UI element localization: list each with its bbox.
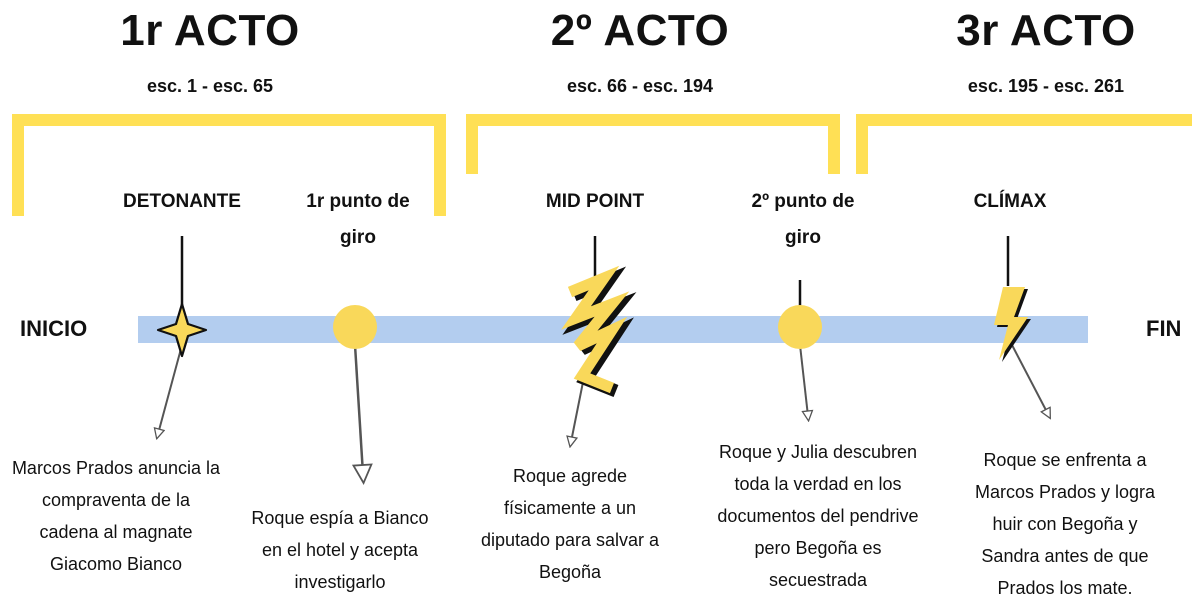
act-1-bracket	[12, 114, 446, 216]
act-3-bracket	[856, 114, 1192, 174]
climax-arrow	[1011, 344, 1048, 414]
detonante-arrow	[158, 344, 183, 434]
second-turn-arrow	[799, 344, 808, 416]
act-1-range: esc. 1 - esc. 65	[146, 76, 274, 96]
act-1-title: 1r ACTO	[120, 6, 300, 55]
description-second-turn: Roque y Julia descubren toda la verdad e…	[717, 442, 919, 590]
description-climax: Roque se enfrenta a Marcos Prados y logr…	[974, 450, 1156, 598]
point-label-first-turn: 1r punto de giro	[306, 191, 410, 248]
point-label-second-turn: 2º punto de giro	[751, 191, 855, 248]
zigzag-icon	[561, 265, 637, 398]
start-label: INICIO	[20, 316, 88, 341]
second-turn-circle-icon	[778, 305, 822, 349]
first-turn-circle-icon	[333, 305, 377, 349]
lightning-bolt-icon	[994, 287, 1031, 362]
description-detonante: Marcos Prados anuncia la compraventa de …	[11, 458, 221, 574]
point-label-detonante: DETONANTE	[123, 191, 241, 212]
end-label: FIN	[1146, 316, 1182, 341]
act-3-range: esc. 195 - esc. 261	[967, 76, 1125, 96]
description-first-turn: Roque espía a Bianco en el hotel y acept…	[251, 508, 429, 592]
description-midpoint: Roque agrede físicamente a un diputado p…	[480, 466, 660, 582]
act-3-title: 3r ACTO	[956, 6, 1136, 55]
point-label-climax: CLÍMAX	[973, 191, 1047, 212]
act-2-bracket	[466, 114, 840, 174]
four-point-star-icon	[156, 302, 208, 358]
act-2-title: 2º ACTO	[550, 6, 730, 55]
midpoint-arrow	[571, 381, 584, 442]
first-turn-arrow	[355, 344, 363, 474]
point-label-midpoint: MID POINT	[545, 191, 645, 212]
act-2-range: esc. 66 - esc. 194	[566, 76, 714, 96]
